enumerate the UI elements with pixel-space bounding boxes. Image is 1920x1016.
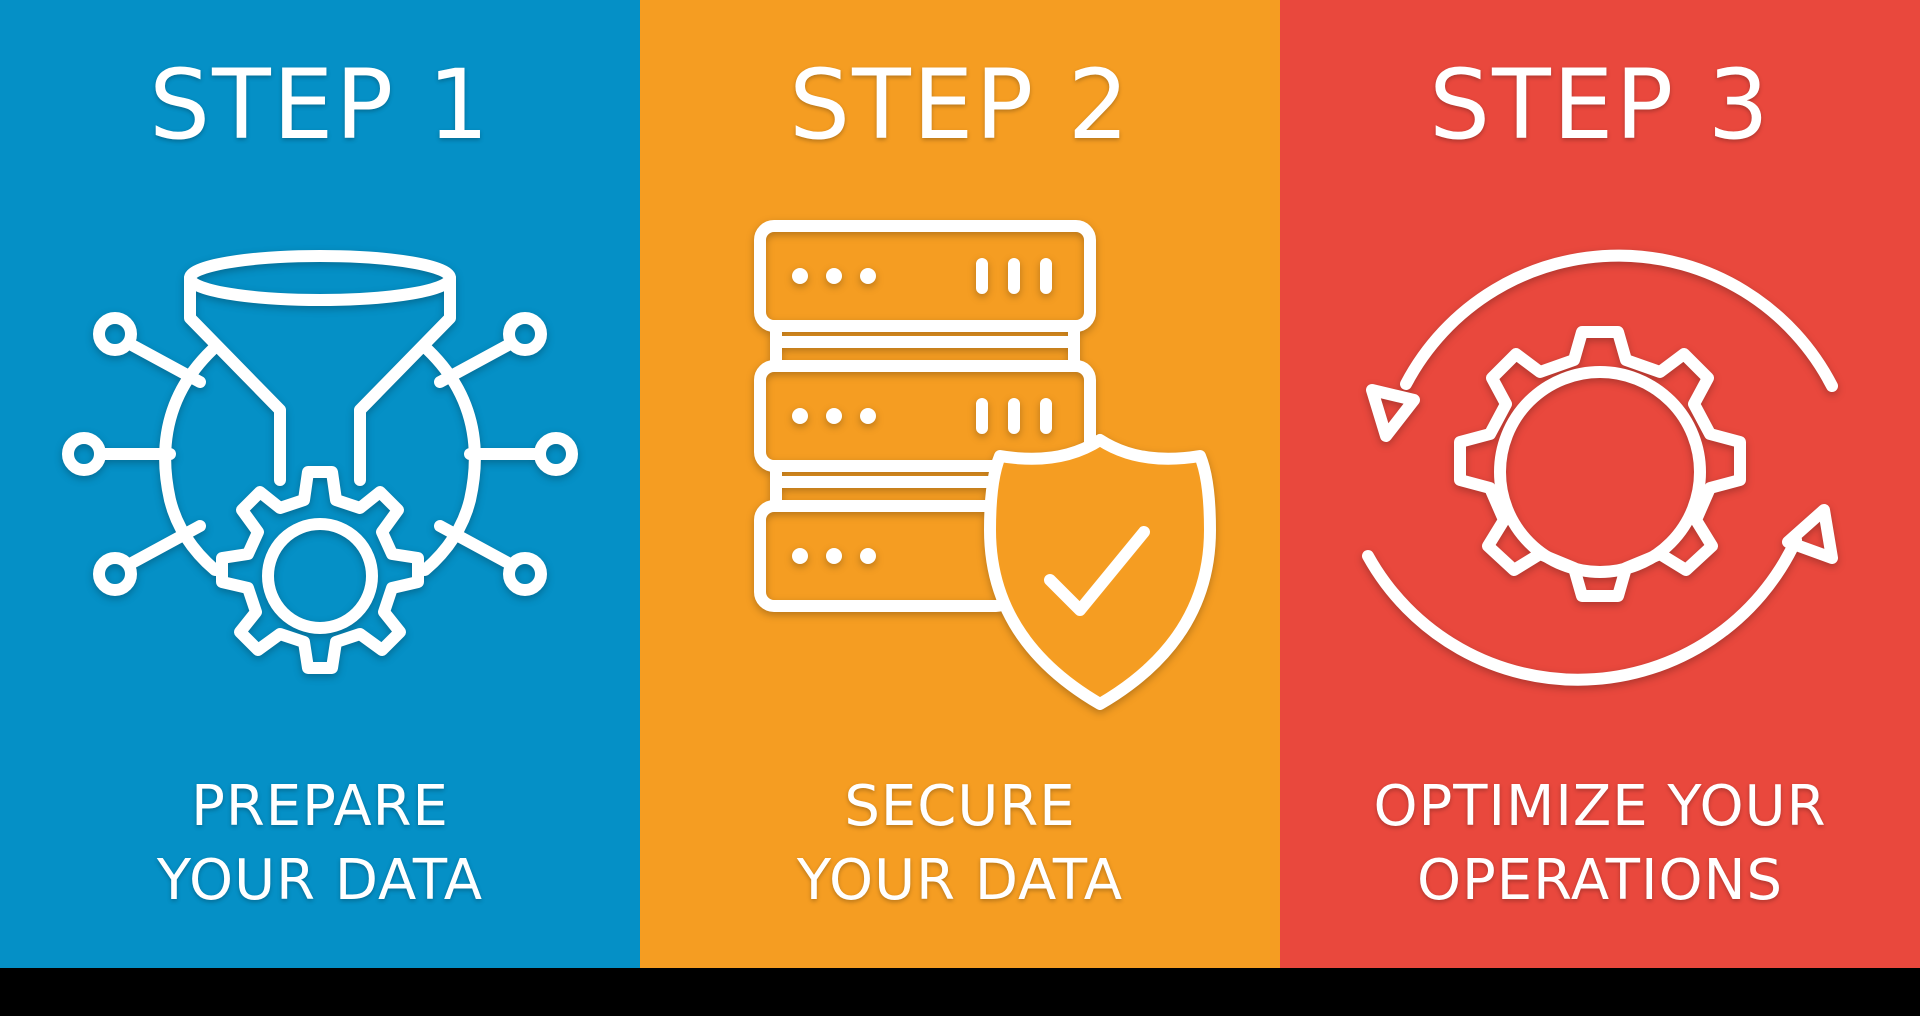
server-shield-check-icon — [680, 210, 1240, 730]
step-2-caption-line-1: SECURE — [844, 774, 1076, 839]
gear-cycle-arrows-icon — [1320, 210, 1880, 730]
step-1-caption-line-2: YOUR DATA — [156, 848, 484, 913]
step-3-title: STEP 3 — [1429, 49, 1771, 161]
step-3-panel: STEP 3 OPTIMIZE YOUR OPERATIONS — [1280, 0, 1920, 968]
bottom-black-bar — [0, 968, 1920, 1016]
step-1-title: STEP 1 — [149, 49, 491, 161]
step-3-caption: OPTIMIZE YOUR OPERATIONS — [1280, 770, 1920, 918]
step-3-caption-line-2: OPERATIONS — [1416, 848, 1784, 913]
step-2-panel: STEP 2 — [640, 0, 1280, 968]
step-2-caption: SECURE YOUR DATA — [640, 770, 1280, 918]
step-1-caption-line-1: PREPARE — [191, 774, 449, 839]
step-2-title: STEP 2 — [789, 49, 1131, 161]
step-3-caption-line-1: OPTIMIZE YOUR — [1373, 774, 1827, 839]
step-1-caption: PREPARE YOUR DATA — [0, 770, 640, 918]
step-1-panel: STEP 1 — [0, 0, 640, 968]
funnel-gear-network-icon — [40, 210, 600, 730]
step-2-caption-line-2: YOUR DATA — [796, 848, 1124, 913]
steps-container: STEP 1 — [0, 0, 1920, 968]
